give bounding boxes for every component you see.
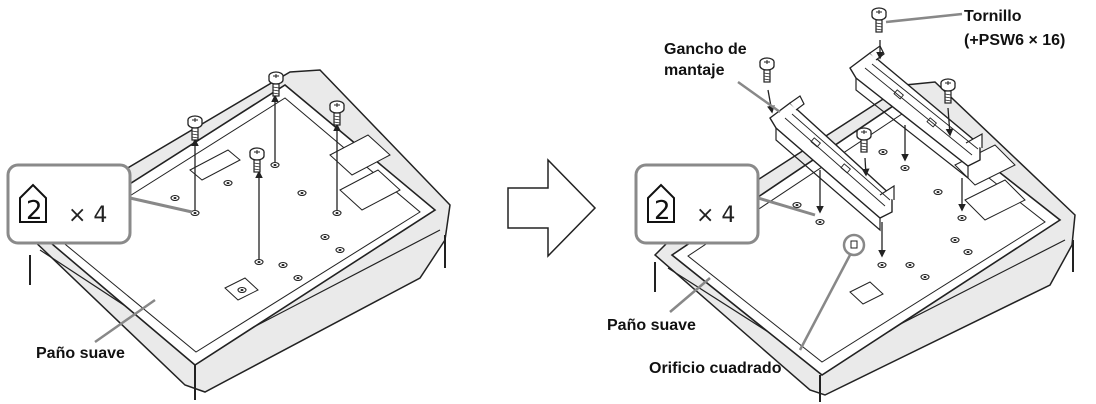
screw-quantity: × 4: [696, 203, 735, 228]
screw-icon: [871, 7, 887, 33]
svg-text:Gancho de: Gancho de: [664, 41, 747, 58]
square-hole-label: Orificio cuadrado: [649, 254, 852, 377]
screw-type-icon: [19, 183, 47, 223]
svg-text:Paño suave: Paño suave: [36, 345, 125, 362]
screw-type-icon: [647, 183, 675, 223]
svg-text:(+PSW6 × 16): (+PSW6 × 16): [964, 32, 1065, 49]
svg-text:Paño suave: Paño suave: [607, 317, 696, 334]
screw-quantity: × 4: [68, 203, 107, 228]
left-screw-count-callout: 2 × 4: [6, 163, 193, 245]
right-tv-illustration: [653, 7, 1076, 402]
right-cloth-label: Paño suave: [607, 277, 711, 334]
svg-text:mantaje: mantaje: [664, 62, 725, 79]
left-tv-illustration: [26, 69, 451, 400]
left-cloth-label: Paño suave: [36, 298, 156, 362]
svg-text:Tornillo: Tornillo: [964, 8, 1022, 25]
square-hole-marker: [842, 233, 866, 257]
step-number: 2: [654, 196, 671, 226]
svg-text:Orificio cuadrado: Orificio cuadrado: [649, 360, 782, 377]
screw-label: Tornillo (+PSW6 × 16): [885, 8, 1065, 49]
mounting-hook-left: [769, 95, 895, 232]
next-step-arrow-icon: [507, 158, 597, 258]
screw-icon: [759, 57, 775, 83]
right-screw-count-callout: 2 × 4: [634, 163, 816, 245]
mounting-hook-label: Gancho de mantaje: [664, 41, 781, 114]
step-number: 2: [26, 196, 43, 226]
